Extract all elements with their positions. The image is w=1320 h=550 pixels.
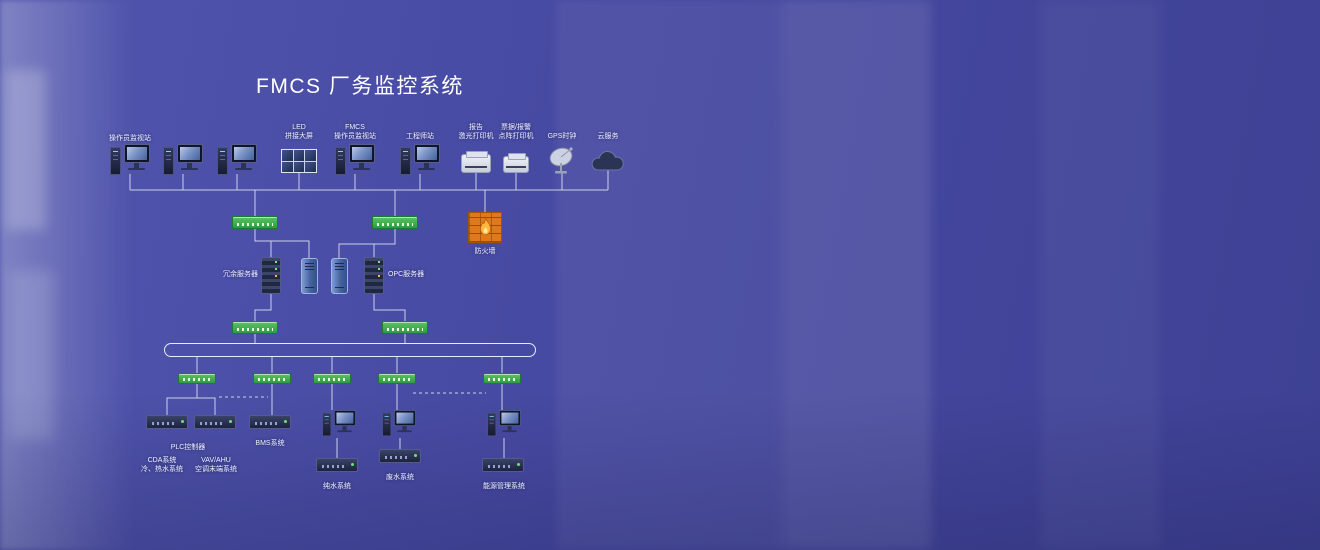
- energy-management-system-label: 能源管理系统: [483, 483, 525, 490]
- monitor-icon: [124, 144, 150, 163]
- vav-system-label: VAV/AHU 空调末端系统: [195, 457, 237, 473]
- monitor-icon: [349, 144, 375, 163]
- dot-matrix-printer-label: 票据/报警 点阵打印机: [498, 124, 534, 140]
- pure-water-rack-icon: [316, 458, 358, 472]
- workstation-icon: [487, 410, 521, 439]
- bms-rack-icon: [249, 415, 291, 429]
- plc-rack-icon: [194, 415, 236, 429]
- field-switch-icon: [313, 373, 351, 384]
- redundant-server-icon: [261, 257, 281, 294]
- led-wall-label: LED 拼接大屏: [285, 124, 313, 140]
- dot-matrix-printer-icon: [503, 153, 529, 173]
- opc-server-icon: [364, 257, 384, 294]
- monitor-icon: [393, 410, 416, 427]
- pc-tower-icon: [110, 147, 121, 175]
- plc-rack-icon: [146, 415, 188, 429]
- pc-tower-icon: [400, 147, 411, 175]
- core-switch-icon: [372, 216, 418, 229]
- pc-tower-icon: [382, 412, 392, 437]
- workstation-icon: [335, 144, 375, 178]
- pc-tower-icon: [335, 147, 346, 175]
- led-wall-icon: [281, 149, 317, 173]
- fmcs-station-label: FMCS 操作员监视站: [334, 124, 376, 140]
- monitor-icon: [414, 144, 440, 163]
- operator-station-label: 操作员监视站: [109, 135, 151, 142]
- laser-printer-label: 报告 激光打印机: [458, 124, 494, 140]
- monitor-icon: [177, 144, 203, 163]
- gps-clock-label: GPS时钟: [547, 133, 577, 140]
- workstation-icon: [322, 410, 356, 439]
- laser-printer-icon: [461, 151, 491, 173]
- bms-system-label: BMS系统: [255, 440, 285, 447]
- tower-server-icon: [301, 258, 318, 294]
- monitor-icon: [231, 144, 257, 163]
- field-switch-icon: [253, 373, 291, 384]
- monitor-icon: [333, 410, 356, 427]
- distribution-switch-icon: [382, 321, 428, 334]
- flame-icon: [479, 218, 491, 236]
- monitor-icon: [498, 410, 521, 427]
- redundant-server-label: 冗余服务器: [223, 271, 258, 278]
- pc-tower-icon: [322, 412, 332, 437]
- tower-server-icon: [331, 258, 348, 294]
- distribution-switch-icon: [232, 321, 278, 334]
- workstation-icon: [400, 144, 440, 178]
- workstation-icon: [382, 410, 416, 439]
- field-switch-icon: [378, 373, 416, 384]
- waste-water-system-label: 废水系统: [386, 474, 414, 481]
- firewall-icon: [468, 212, 502, 243]
- field-switch-icon: [178, 373, 216, 384]
- opc-server-label: OPC服务器: [388, 271, 425, 278]
- cda-system-label: CDA系统 冷、热水系统: [141, 457, 183, 473]
- engineer-station-label: 工程师站: [406, 133, 434, 140]
- workstation-icon: [217, 144, 257, 178]
- core-switch-icon: [232, 216, 278, 229]
- cloud-icon: [591, 151, 624, 171]
- satellite-dish-icon: [549, 147, 573, 174]
- pc-tower-icon: [217, 147, 228, 175]
- pc-tower-icon: [487, 412, 497, 437]
- pure-water-system-label: 纯水系统: [323, 483, 351, 490]
- workstation-icon: [163, 144, 203, 178]
- fiber-ring-bus: [164, 343, 536, 357]
- cloud-service-label: 云服务: [597, 133, 619, 140]
- pc-tower-icon: [163, 147, 174, 175]
- firewall-label: 防火墙: [474, 248, 496, 255]
- waste-water-rack-icon: [379, 449, 421, 463]
- page-title: FMCS 厂务监控系统: [256, 75, 464, 98]
- energy-rack-icon: [482, 458, 524, 472]
- plc-controller-label: PLC控制器: [170, 444, 206, 451]
- workstation-icon: [110, 144, 150, 178]
- field-switch-icon: [483, 373, 521, 384]
